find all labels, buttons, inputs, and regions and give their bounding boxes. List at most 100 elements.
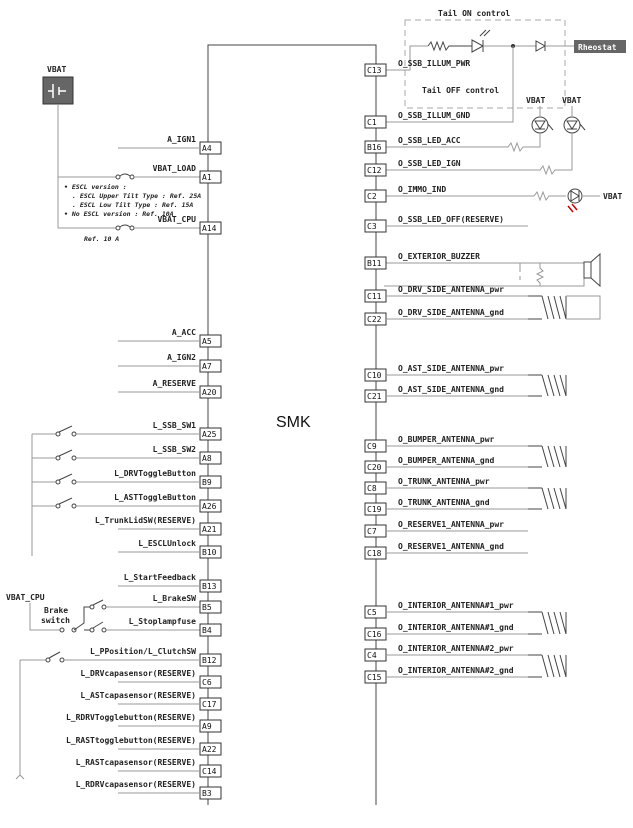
- signal-label: A_IGN1: [167, 135, 196, 144]
- signal-label: O_BUMPER_ANTENNA_gnd: [398, 456, 495, 465]
- rheostat-label: Rheostat: [578, 43, 617, 52]
- signal-label: O_INTERIOR_ANTENNA#2_pwr: [398, 644, 514, 653]
- switch-contact: [71, 455, 77, 461]
- tail-on-label: Tail ON control: [438, 8, 510, 18]
- signal-label: O_RESERVE1_ANTENNA_gnd: [398, 542, 504, 551]
- pin-number: A14: [202, 224, 217, 233]
- pin-box: [199, 600, 222, 614]
- resistor-icon: [427, 40, 472, 52]
- vbat-label: VBAT: [47, 65, 66, 74]
- illum-gnd-wire: [384, 46, 514, 123]
- switch-icon: [58, 497, 73, 505]
- immo-wire: [384, 190, 566, 202]
- pin-number: C18: [367, 549, 382, 558]
- pin-box: [364, 163, 387, 177]
- pin-box: [364, 140, 387, 154]
- pin-number: C3: [367, 222, 377, 231]
- pin-box: [364, 189, 387, 203]
- vbat-label: VBAT: [526, 96, 545, 105]
- escl-note-line: . ESCL Low Tilt Type : Ref. 15A: [72, 201, 193, 209]
- signal-label: O_TRUNK_ANTENNA_pwr: [398, 477, 490, 486]
- signal-label: L_RDRVcapasensor(RESERVE): [76, 780, 196, 789]
- pin-number: B16: [367, 143, 382, 152]
- ground-icon: [15, 774, 25, 780]
- switch-contact: [55, 479, 61, 485]
- pin-number: C6: [202, 678, 212, 687]
- pin-number: A25: [202, 430, 217, 439]
- signal-label: L_ASTcapasensor(RESERVE): [80, 691, 196, 700]
- signal-label: L_ESCLUnlock: [138, 539, 196, 548]
- led-icon: [471, 29, 491, 53]
- ref-10a-note: Ref. 10 A: [84, 235, 119, 243]
- signal-label: L_RASTtogglebutton(RESERVE): [66, 736, 196, 745]
- pin-number: A5: [202, 337, 212, 346]
- signal-label: O_SSB_LED_ACC: [398, 136, 461, 145]
- signal-label: L_RASTcapasensor(RESERVE): [76, 758, 196, 767]
- signal-label: O_SSB_LED_IGN: [398, 159, 461, 168]
- brake-switch-icon: [59, 599, 200, 633]
- tail-control-frame: [404, 19, 566, 109]
- pin-number: A26: [202, 502, 217, 511]
- escl-note-line: • ESCL version :: [64, 183, 127, 191]
- antenna-loop: [566, 295, 601, 320]
- signal-label: VBAT_CPU: [157, 215, 196, 224]
- pin-box: [199, 170, 222, 184]
- immo-led-icon: [567, 188, 583, 213]
- pin-number: B13: [202, 582, 217, 591]
- module-outline: [207, 44, 377, 805]
- signal-label: O_INTERIOR_ANTENNA#1_pwr: [398, 601, 514, 610]
- pin-number: C8: [367, 484, 377, 493]
- pin-number: A4: [202, 144, 212, 153]
- pin-number: A21: [202, 525, 217, 534]
- signal-label: O_SSB_ILLUM_PWR: [398, 59, 470, 68]
- fuse-icon: [115, 173, 200, 180]
- pin-number: C5: [367, 608, 377, 617]
- pin-number: C14: [202, 767, 217, 776]
- signal-label: O_DRV_SIDE_ANTENNA_gnd: [398, 308, 504, 317]
- escl-note-line: . ESCL Upper Tilt Type : Ref. 25A: [72, 192, 201, 200]
- battery-symbol: [48, 84, 66, 98]
- pin-number: C13: [367, 66, 382, 75]
- signal-label: L_TrunkLidSW(RESERVE): [95, 515, 196, 525]
- switch-contact: [71, 431, 77, 437]
- pin-number: A9: [202, 722, 212, 731]
- pin-number: A8: [202, 454, 212, 463]
- antenna-coil-icon: [528, 295, 567, 320]
- vbat-label: VBAT: [603, 192, 622, 201]
- signal-label: O_EXTERIOR_BUZZER: [398, 252, 480, 261]
- pin-number: C11: [367, 292, 382, 301]
- pin-number: C12: [367, 166, 382, 175]
- signal-label: A_RESERVE: [153, 379, 197, 388]
- pin-number: B9: [202, 478, 212, 487]
- led-icon: [563, 116, 586, 134]
- signal-label: L_DRVcapasensor(RESERVE): [80, 669, 196, 678]
- signal-label: O_SSB_ILLUM_GND: [398, 111, 470, 120]
- pin-number: C21: [367, 392, 382, 401]
- signal-label: L_DRVToggleButton: [114, 469, 196, 478]
- pin-number: A1: [202, 173, 212, 182]
- antenna-coil-icon: [528, 487, 567, 510]
- pin-box: [364, 256, 387, 270]
- signal-label: A_IGN2: [167, 353, 196, 362]
- signal-label: L_SSB_SW2: [153, 445, 197, 454]
- signal-label: O_TRUNK_ANTENNA_gnd: [398, 498, 490, 507]
- antenna-coil-icon: [528, 445, 567, 468]
- switch-icon: [58, 449, 73, 457]
- signal-label: L_StartFeedback: [124, 573, 196, 582]
- led-ign-wire: [384, 133, 573, 176]
- pin-number: A7: [202, 362, 212, 371]
- escl-note-line: • No ESCL version : Ref. 10A: [64, 210, 174, 218]
- switch-contact: [55, 455, 61, 461]
- battery-icon: [42, 76, 74, 105]
- switch-contact: [55, 503, 61, 509]
- switch-contact: [59, 657, 65, 663]
- tail-off-label: Tail OFF control: [422, 85, 499, 95]
- signal-label: O_DRV_SIDE_ANTENNA_pwr: [398, 285, 504, 294]
- switch-icon: [58, 473, 73, 481]
- pin-number: C9: [367, 442, 377, 451]
- rheostat-box: [574, 40, 626, 53]
- diode-icon: [535, 40, 547, 52]
- pin-number: B5: [202, 603, 212, 612]
- led-icon: [531, 116, 554, 134]
